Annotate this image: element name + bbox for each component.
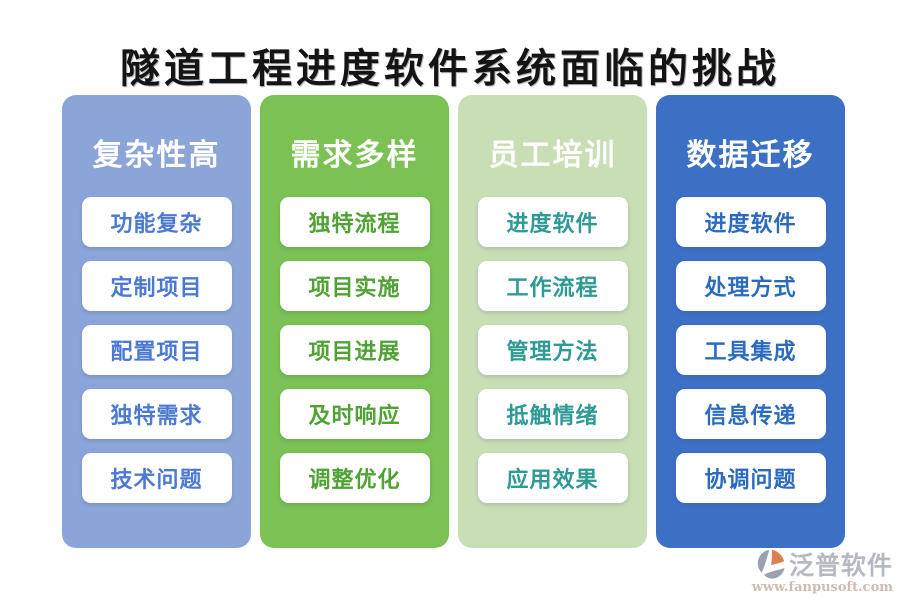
column-header: 复杂性高 — [92, 138, 221, 173]
item-card: 调整优化 — [279, 453, 430, 503]
item-card: 技术问题 — [81, 453, 232, 503]
watermark: 泛普软件 www.fanpusoft.com — [752, 546, 893, 595]
column-demand-diversity: 需求多样 独特流程 项目实施 项目进展 及时响应 调整优化 — [260, 95, 449, 548]
item-card: 项目进展 — [279, 325, 430, 375]
item-card: 管理方法 — [477, 325, 628, 375]
item-card: 定制项目 — [81, 261, 232, 311]
column-items: 功能复杂 定制项目 配置项目 独特需求 技术问题 — [62, 197, 251, 503]
item-card: 抵触情绪 — [477, 389, 628, 439]
column-complexity: 复杂性高 功能复杂 定制项目 配置项目 独特需求 技术问题 — [62, 95, 251, 548]
column-items: 独特流程 项目实施 项目进展 及时响应 调整优化 — [260, 197, 449, 503]
column-header: 需求多样 — [290, 138, 419, 173]
column-data-migration: 数据迁移 进度软件 处理方式 工具集成 信息传递 协调问题 — [656, 95, 845, 548]
item-card: 处理方式 — [675, 261, 826, 311]
brand-url: www.fanpusoft.com — [751, 580, 893, 595]
fanpu-logo-icon — [755, 548, 787, 580]
column-header: 数据迁移 — [686, 138, 815, 173]
column-items: 进度软件 工作流程 管理方法 抵触情绪 应用效果 — [458, 197, 647, 503]
item-card: 应用效果 — [477, 453, 628, 503]
brand-name: 泛普软件 — [788, 551, 893, 580]
item-card: 信息传递 — [675, 389, 826, 439]
item-card: 进度软件 — [675, 197, 826, 247]
item-card: 项目实施 — [279, 261, 430, 311]
item-card: 功能复杂 — [81, 197, 232, 247]
item-card: 独特流程 — [279, 197, 430, 247]
challenge-columns: 复杂性高 功能复杂 定制项目 配置项目 独特需求 技术问题 需求多样 独特流程 … — [62, 95, 845, 548]
item-card: 独特需求 — [81, 389, 232, 439]
column-header: 员工培训 — [488, 138, 617, 173]
item-card: 及时响应 — [279, 389, 430, 439]
item-card: 工作流程 — [477, 261, 628, 311]
item-card: 配置项目 — [81, 325, 232, 375]
item-card: 工具集成 — [675, 325, 826, 375]
column-items: 进度软件 处理方式 工具集成 信息传递 协调问题 — [656, 197, 845, 503]
item-card: 协调问题 — [675, 453, 826, 503]
page-title: 隧道工程进度软件系统面临的挑战 — [120, 45, 780, 92]
item-card: 进度软件 — [477, 197, 628, 247]
column-staff-training: 员工培训 进度软件 工作流程 管理方法 抵触情绪 应用效果 — [458, 95, 647, 548]
